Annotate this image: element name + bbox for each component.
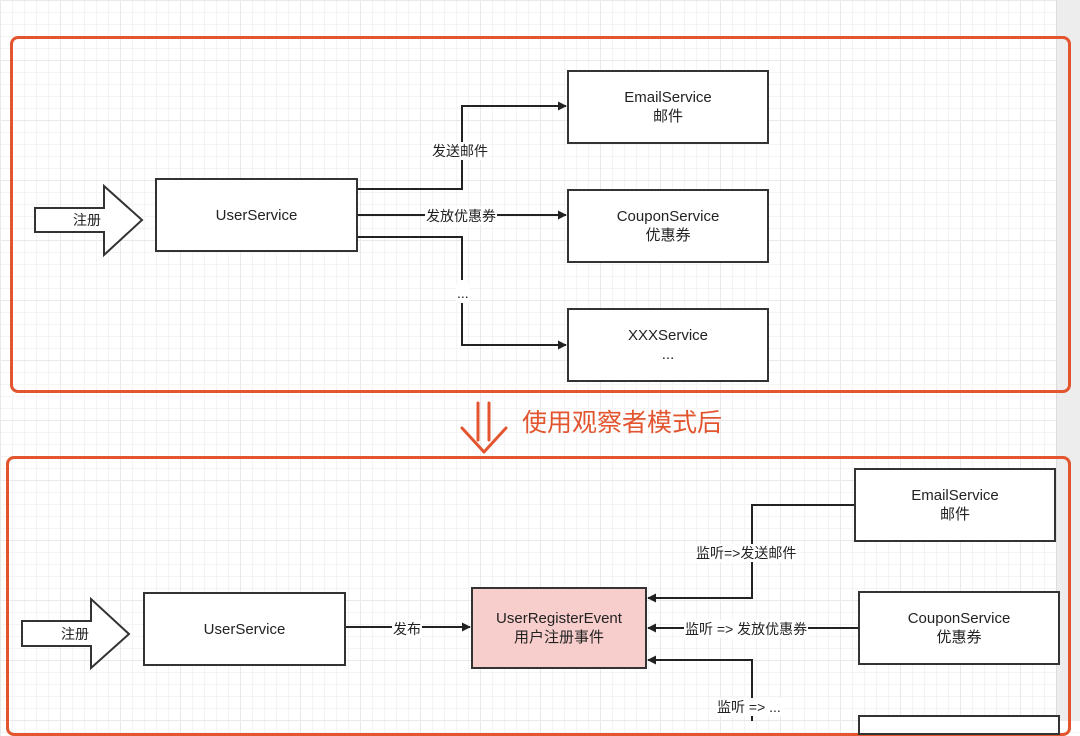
top-register-label: 注册 <box>73 212 101 228</box>
bottom-listen-more-label: 监听 => ... <box>716 698 782 716</box>
bottom-coupon-service-name: CouponService <box>907 610 1011 627</box>
top-ellipsis-label: ... <box>456 284 470 302</box>
bottom-email-service-sub: 邮件 <box>939 506 970 523</box>
top-coupon-label: 发放优惠券 <box>425 207 497 225</box>
top-send-email-label: 发送邮件 <box>431 142 489 160</box>
bottom-listen-coupon-label: 监听 => 发放优惠券 <box>684 620 809 638</box>
bottom-user-service-box: UserService <box>143 592 346 666</box>
section-heading: 使用观察者模式后 <box>522 408 723 437</box>
user-register-event-box: UserRegisterEvent 用户注册事件 <box>471 587 647 669</box>
bottom-coupon-service-box: CouponService 优惠券 <box>858 591 1060 665</box>
top-coupon-service-sub: 优惠券 <box>645 227 691 244</box>
bottom-email-service-box: EmailService 邮件 <box>854 468 1056 542</box>
bottom-register-label: 注册 <box>61 626 89 642</box>
bottom-publish-label: 发布 <box>392 620 422 638</box>
before-pattern-frame <box>10 36 1071 393</box>
bottom-more-service-box-partial <box>858 715 1060 735</box>
bottom-listen-email-label: 监听=>发送邮件 <box>695 544 798 562</box>
bottom-coupon-service-sub: 优惠券 <box>936 629 982 646</box>
top-coupon-service-name: CouponService <box>616 208 720 225</box>
transition-down-arrow-icon <box>460 401 508 454</box>
top-xxx-service-box: XXXService ... <box>567 308 769 382</box>
top-user-service-box: UserService <box>155 178 358 252</box>
top-xxx-connector-lower <box>461 303 567 350</box>
top-user-service-name: UserService <box>215 206 298 224</box>
top-email-service-name: EmailService <box>624 89 712 106</box>
user-register-event-sub: 用户注册事件 <box>513 629 604 646</box>
bottom-register-block-arrow <box>21 596 131 671</box>
top-xxx-service-sub: ... <box>661 346 675 363</box>
top-xxx-service-name: XXXService <box>627 327 709 344</box>
top-coupon-service-box: CouponService 优惠券 <box>567 189 769 263</box>
bottom-user-service-name: UserService <box>203 620 286 638</box>
top-email-service-box: EmailService 邮件 <box>567 70 769 144</box>
top-xxx-connector-upper <box>358 236 463 280</box>
bottom-email-service-name: EmailService <box>911 487 999 504</box>
user-register-event-name: UserRegisterEvent <box>496 610 622 627</box>
top-register-block-arrow <box>34 183 144 258</box>
top-email-service-sub: 邮件 <box>652 108 683 125</box>
